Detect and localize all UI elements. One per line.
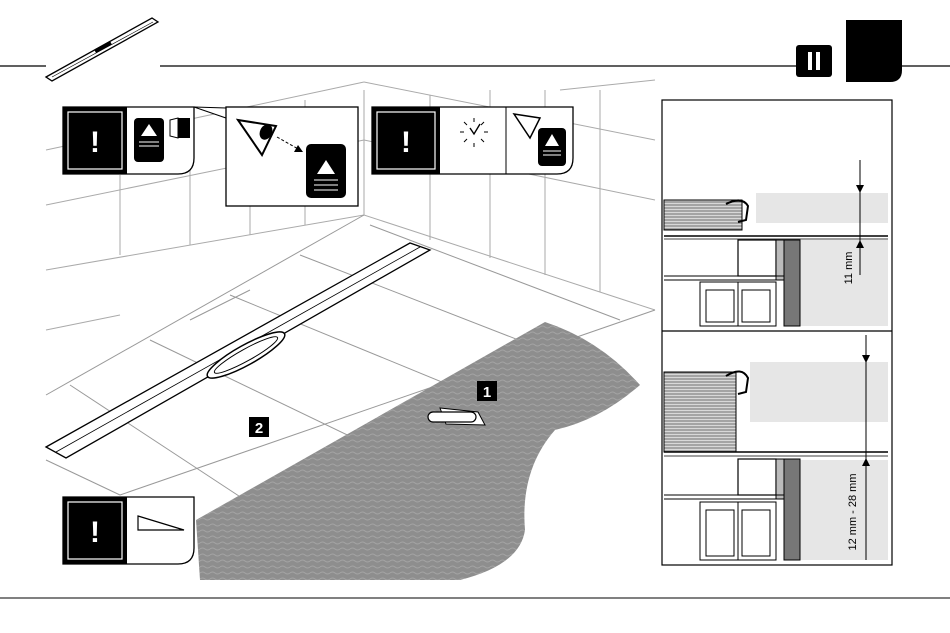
warning-mark: !	[90, 126, 100, 159]
section-badge: II	[796, 45, 832, 77]
callout-open-bucket	[194, 107, 358, 206]
brush-icon	[170, 118, 190, 138]
sealant-bucket-icon	[134, 118, 164, 162]
dimension-label-top: 11 mm	[843, 252, 855, 285]
warning-box-timer: !	[372, 107, 573, 174]
sealant-bucket-icon	[306, 144, 346, 198]
warning-box-dry-time: !	[63, 107, 194, 174]
step-2-marker: 2	[249, 417, 269, 437]
header: II	[0, 18, 950, 82]
warning-box-slope: !	[63, 497, 194, 564]
warning-mark: !	[90, 516, 100, 549]
drain-channel-icon	[46, 18, 158, 81]
chapter-tab	[846, 20, 902, 82]
sealing-membrane	[196, 322, 640, 580]
warning-mark: !	[401, 126, 411, 159]
step-1-marker: 1	[477, 381, 497, 401]
dimension-label-bottom: 12 mm - 28 mm	[847, 473, 859, 550]
step-1-label: 1	[483, 384, 491, 401]
step-2-label: 2	[255, 420, 263, 437]
